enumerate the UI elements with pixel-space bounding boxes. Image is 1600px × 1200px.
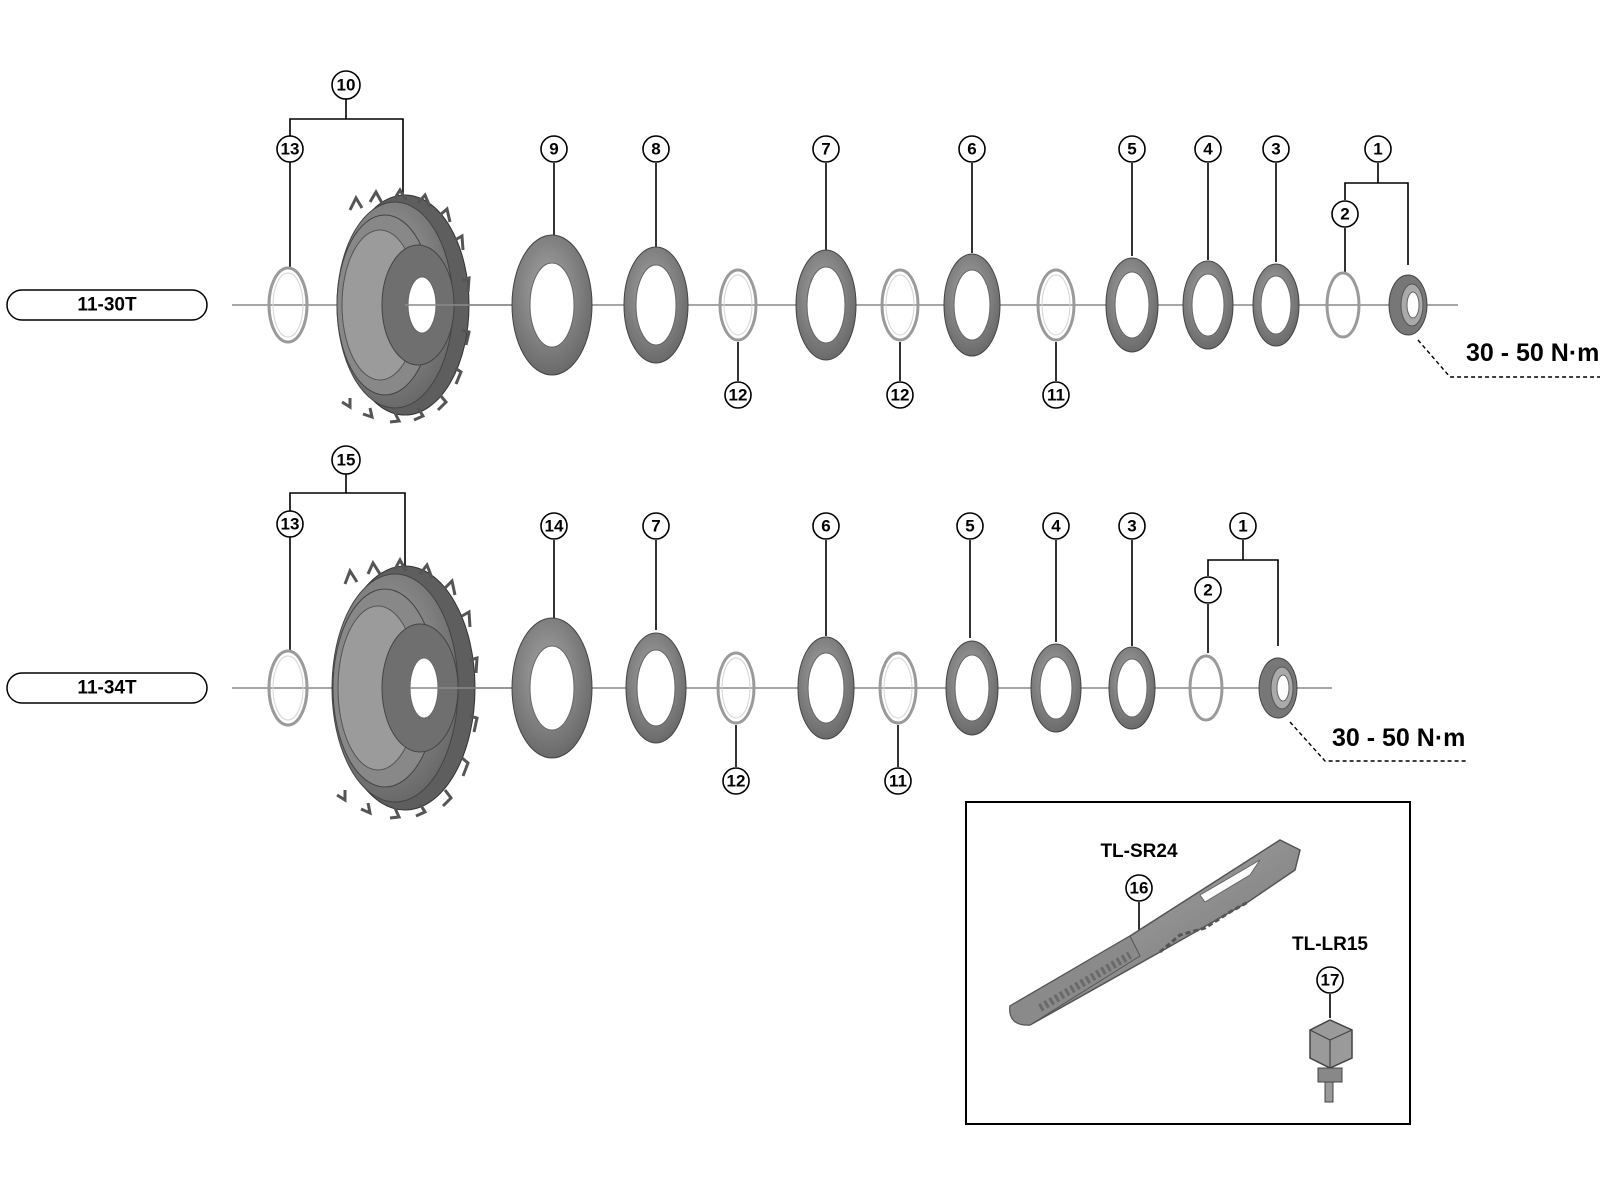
cog-4: 4 [1182, 135, 1234, 350]
size-label-11-34t: 11-34T [6, 672, 208, 704]
torque-spec: 30 - 50 N·m [1332, 724, 1465, 752]
chain-whip-icon [1009, 839, 1301, 1026]
size-label-text: 11-30T [77, 295, 137, 316]
spacer-12b: 12 [880, 268, 920, 409]
size-label-11-30t: 11-30T [6, 289, 208, 321]
tool-tl-lr15: TL-LR15 17 [1292, 934, 1368, 1103]
cassette-block [331, 556, 479, 820]
torque-leader [1417, 339, 1600, 378]
svg-text:12: 12 [729, 386, 748, 405]
svg-text:3: 3 [1271, 140, 1280, 159]
svg-text:6: 6 [967, 140, 976, 159]
spacer-11: 11 [878, 651, 918, 795]
svg-text:12: 12 [727, 772, 746, 791]
tool-tl-sr24: TL-SR24 16 [1009, 839, 1301, 1026]
svg-text:1: 1 [1373, 140, 1382, 159]
cog-3: 3 [1252, 135, 1300, 347]
callout-13: 13 [276, 510, 304, 538]
spacer-11: 11 [1036, 268, 1076, 409]
svg-text:1: 1 [1238, 517, 1247, 536]
svg-text:2: 2 [1203, 581, 1212, 600]
svg-text:15: 15 [337, 451, 356, 470]
svg-text:13: 13 [281, 140, 300, 159]
svg-text:14: 14 [545, 517, 564, 536]
cog-6: 6 [797, 512, 855, 740]
special-tools-box: TL-SR24 16 TL-LR15 17 [965, 801, 1411, 1125]
group-bracket [289, 492, 406, 568]
callout-17: 17 [1321, 971, 1340, 990]
svg-text:7: 7 [651, 517, 660, 536]
cog-5: 5 [945, 512, 999, 736]
svg-text:5: 5 [1127, 140, 1136, 159]
tool-name: TL-SR24 [1100, 841, 1178, 862]
size-label-text: 11-34T [77, 678, 137, 699]
svg-text:3: 3 [1127, 517, 1136, 536]
cog-7: 7 [795, 135, 857, 361]
svg-text:4: 4 [1051, 517, 1061, 536]
spacer-12a: 12 [718, 268, 758, 409]
callout-10: 10 [331, 70, 361, 100]
callout-15: 15 [331, 445, 361, 475]
lockring-assembly: 1 2 [1325, 135, 1428, 339]
svg-text:12: 12 [891, 386, 910, 405]
group-bracket [289, 118, 404, 200]
spacer-ring [267, 649, 309, 727]
row-11-30t: 11-30T 10 13 [6, 70, 1600, 424]
svg-text:11: 11 [1047, 386, 1065, 405]
cog-6: 6 [943, 135, 1001, 357]
svg-text:6: 6 [821, 517, 830, 536]
tool-name: TL-LR15 [1292, 934, 1368, 955]
svg-text:13: 13 [281, 515, 300, 534]
svg-text:11: 11 [889, 772, 907, 791]
svg-text:5: 5 [965, 517, 974, 536]
svg-text:9: 9 [549, 140, 558, 159]
spacer-ring [267, 266, 309, 344]
cog-7: 7 [625, 512, 687, 744]
callout-16: 16 [1130, 879, 1149, 898]
torque-spec: 30 - 50 N·m [1466, 339, 1599, 367]
cog-8: 8 [623, 135, 689, 364]
callout-13: 13 [276, 135, 304, 163]
svg-text:4: 4 [1203, 140, 1213, 159]
lockring-tool-icon [1309, 1019, 1353, 1103]
torque-leader [1289, 721, 1466, 762]
cog-5: 5 [1105, 135, 1159, 353]
svg-text:2: 2 [1340, 205, 1349, 224]
svg-text:10: 10 [337, 76, 356, 95]
cog-9: 9 [511, 135, 593, 376]
lockring-assembly: 1 2 [1188, 512, 1298, 722]
cog-14: 14 [511, 512, 593, 759]
row-11-34t: 11-34T 15 13 14 [6, 445, 1466, 820]
cog-3: 3 [1108, 512, 1156, 730]
svg-text:8: 8 [651, 140, 660, 159]
svg-text:7: 7 [821, 140, 830, 159]
spacer-12: 12 [716, 651, 756, 795]
cassette-block [336, 187, 471, 424]
cog-4: 4 [1030, 512, 1082, 733]
